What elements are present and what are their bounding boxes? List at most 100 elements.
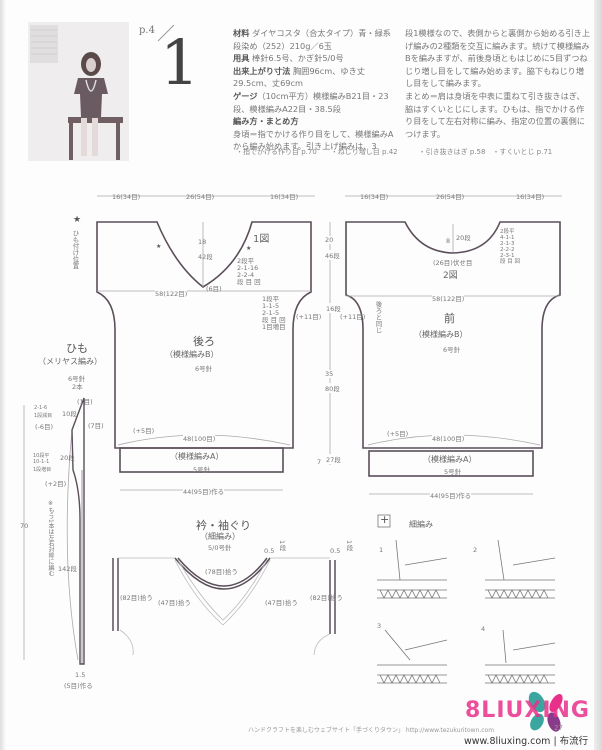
crochet-illustrations bbox=[377, 514, 556, 684]
front-hem-width: 48(100目) bbox=[432, 433, 465, 443]
cord-label: 142段 bbox=[58, 565, 77, 573]
cord-position-label: ひも付け位置 bbox=[71, 230, 79, 269]
collar-label: 1段 bbox=[278, 540, 286, 551]
cord-label: (1目) bbox=[77, 398, 93, 406]
cord-needle: 6号針 bbox=[68, 375, 86, 383]
armhole-rows: 16段 bbox=[326, 303, 341, 313]
materials-line: 材料 ダイヤコスタ（合太タイプ）青・緑系段染め（252）210g／6玉 bbox=[233, 28, 391, 51]
svg-text:★: ★ bbox=[246, 245, 251, 252]
cord-label: 10段 bbox=[62, 410, 77, 418]
reference-item: ・指でかける作り目 p.70 bbox=[236, 148, 317, 156]
back-hem-width: 48(100目) bbox=[183, 433, 216, 443]
body-rows: 80段 bbox=[325, 383, 340, 393]
front-needle: 6号針 bbox=[443, 346, 461, 354]
cord-label: (+2目) bbox=[45, 480, 67, 488]
collar-label: (47目)拾う bbox=[265, 599, 298, 607]
front-neck-bind-off: (26目)伏せ目 bbox=[433, 259, 473, 267]
back-title: 後ろ bbox=[193, 335, 215, 348]
front-band-stitch: （模様編みA） bbox=[423, 455, 477, 464]
band-height: 7 bbox=[317, 458, 322, 466]
figure-1-label: 1図 bbox=[253, 234, 270, 245]
reference-item: ・ねじり増し目 p.42 bbox=[330, 148, 398, 156]
collar-label: (78目)拾う bbox=[205, 568, 238, 576]
reference-list: ・指でかける作り目 p.70 ・ねじり増し目 p.42 ・引き抜きはぎ p.58… bbox=[236, 147, 552, 157]
collar-label: 0.5 bbox=[264, 547, 275, 555]
collar-stitch: （細編み） bbox=[200, 532, 240, 541]
front-shoulder-dim: 16(34目) bbox=[516, 193, 545, 201]
reference-item: ・引き抜きはぎ p.58 bbox=[418, 148, 486, 156]
back-cast-on: 44(95目)作る bbox=[183, 486, 225, 496]
page-reference: p.4 bbox=[139, 25, 155, 36]
tools-line: 用具 棒針6.5号、かぎ針5/0号 bbox=[233, 53, 344, 64]
cord-length: 70 bbox=[20, 522, 29, 530]
front-neck-depth: 8 bbox=[446, 237, 451, 245]
crochet-title: 細編み bbox=[409, 520, 433, 529]
cord-outline bbox=[71, 397, 85, 665]
armhole-label: 1段 bbox=[345, 540, 353, 551]
back-shoulder-dim: 16(34目) bbox=[270, 193, 299, 201]
back-armhole-plus: (+11目) bbox=[296, 313, 322, 321]
step-number: 1 bbox=[379, 546, 384, 554]
band-rows: 27段 bbox=[326, 454, 341, 464]
front-neck-dim: 26(54目) bbox=[436, 193, 465, 201]
cord-label: 20段 bbox=[60, 454, 75, 462]
step-number: 2 bbox=[473, 546, 478, 554]
figure-2-label: 2図 bbox=[443, 271, 458, 281]
cord-label: 10段平 bbox=[33, 453, 50, 459]
front-shoulder-dim: 16(34目) bbox=[360, 193, 389, 201]
cord-label: 10-1-1 bbox=[33, 459, 50, 465]
back-width-dim: 58(122目) bbox=[155, 288, 188, 298]
cord-stitch: （メリヤス編み） bbox=[38, 357, 102, 366]
collar-title: 衿・袖ぐり bbox=[196, 519, 251, 532]
single-crochet-symbol: + bbox=[380, 513, 390, 526]
back-stitch: （模様編みB） bbox=[165, 350, 219, 359]
watermark-logo: 8LIUXING bbox=[465, 698, 590, 723]
method-heading: 編み方・まとめ方 bbox=[233, 116, 299, 127]
cord-title: ひも bbox=[66, 342, 88, 355]
front-stitch: （模様編みB） bbox=[414, 330, 468, 339]
back-hem-plus: (+5目) bbox=[133, 427, 155, 435]
pattern-number: 1 bbox=[160, 26, 200, 99]
size-line: 出来上がり寸法 胸囲96cm、ゆき丈29.5cm、丈69cm bbox=[233, 65, 365, 89]
cord-note: ※もう1本は左右対称に編む bbox=[47, 500, 54, 577]
back-neck-dim: 26(54目) bbox=[186, 193, 215, 201]
back-shoulder-dim: 16(34目) bbox=[112, 193, 141, 201]
cord-label: 1段減目 bbox=[34, 413, 53, 419]
armhole-label: (82目)拾う bbox=[120, 594, 153, 602]
page-gutter bbox=[594, 0, 602, 750]
yoke-height: 20 bbox=[325, 236, 334, 244]
cord-label: (7目) bbox=[88, 422, 104, 430]
model-illustration bbox=[28, 22, 129, 161]
back-neck-depth: 18 bbox=[198, 238, 207, 246]
front-band-needle: 5号針 bbox=[444, 468, 462, 476]
cord-label: 2-1-6 bbox=[34, 405, 48, 411]
star-markers: ★ ★ ★ bbox=[73, 215, 251, 252]
back-needle: 6号針 bbox=[195, 365, 213, 373]
footer-text: ハンドクラフトを楽しむウェブサイト「手づくりタウン」 http://www.te… bbox=[248, 727, 495, 734]
collar-label: (47目)拾う bbox=[158, 599, 191, 607]
back-band-stitch: （模様編みA） bbox=[170, 452, 224, 461]
page-shadow bbox=[0, 0, 6, 750]
cord-label: 1.5 bbox=[75, 671, 86, 679]
cord-label: (5目)作る bbox=[64, 682, 93, 690]
gauge-line: ゲージ（10cm平方）模様編みB21目・23段、模様編みA22目・38.5段 bbox=[233, 90, 389, 114]
page-number: 27 bbox=[554, 724, 563, 732]
collar-needle: 5/0号針 bbox=[208, 544, 232, 552]
front-width-dim: 58(122目) bbox=[432, 293, 465, 303]
front-title: 前 bbox=[444, 312, 455, 325]
step-number: 3 bbox=[377, 622, 382, 630]
body-height: 35 bbox=[325, 370, 334, 378]
cord-label: 1段増目 bbox=[33, 467, 52, 473]
back-neck-bottom: (6目) bbox=[206, 285, 222, 293]
svg-text:★: ★ bbox=[156, 243, 161, 250]
dimension-lines bbox=[23, 195, 562, 661]
svg-text:★: ★ bbox=[73, 215, 81, 225]
reference-item: ・すくいとじ p.71 bbox=[492, 148, 553, 156]
materials-column-1: 材料 ダイヤコスタ（合太タイプ）青・緑系段染め（252）210g／6玉 用具 棒… bbox=[233, 27, 398, 153]
materials-column-2: 段1模様なので、表側からと裏側から始める引き上げ編みの2種類を交互に編みます。続… bbox=[405, 28, 591, 139]
front-neck-rows: 20段 bbox=[456, 234, 471, 242]
same-as-back-note: 後ろと同じ bbox=[374, 301, 382, 334]
